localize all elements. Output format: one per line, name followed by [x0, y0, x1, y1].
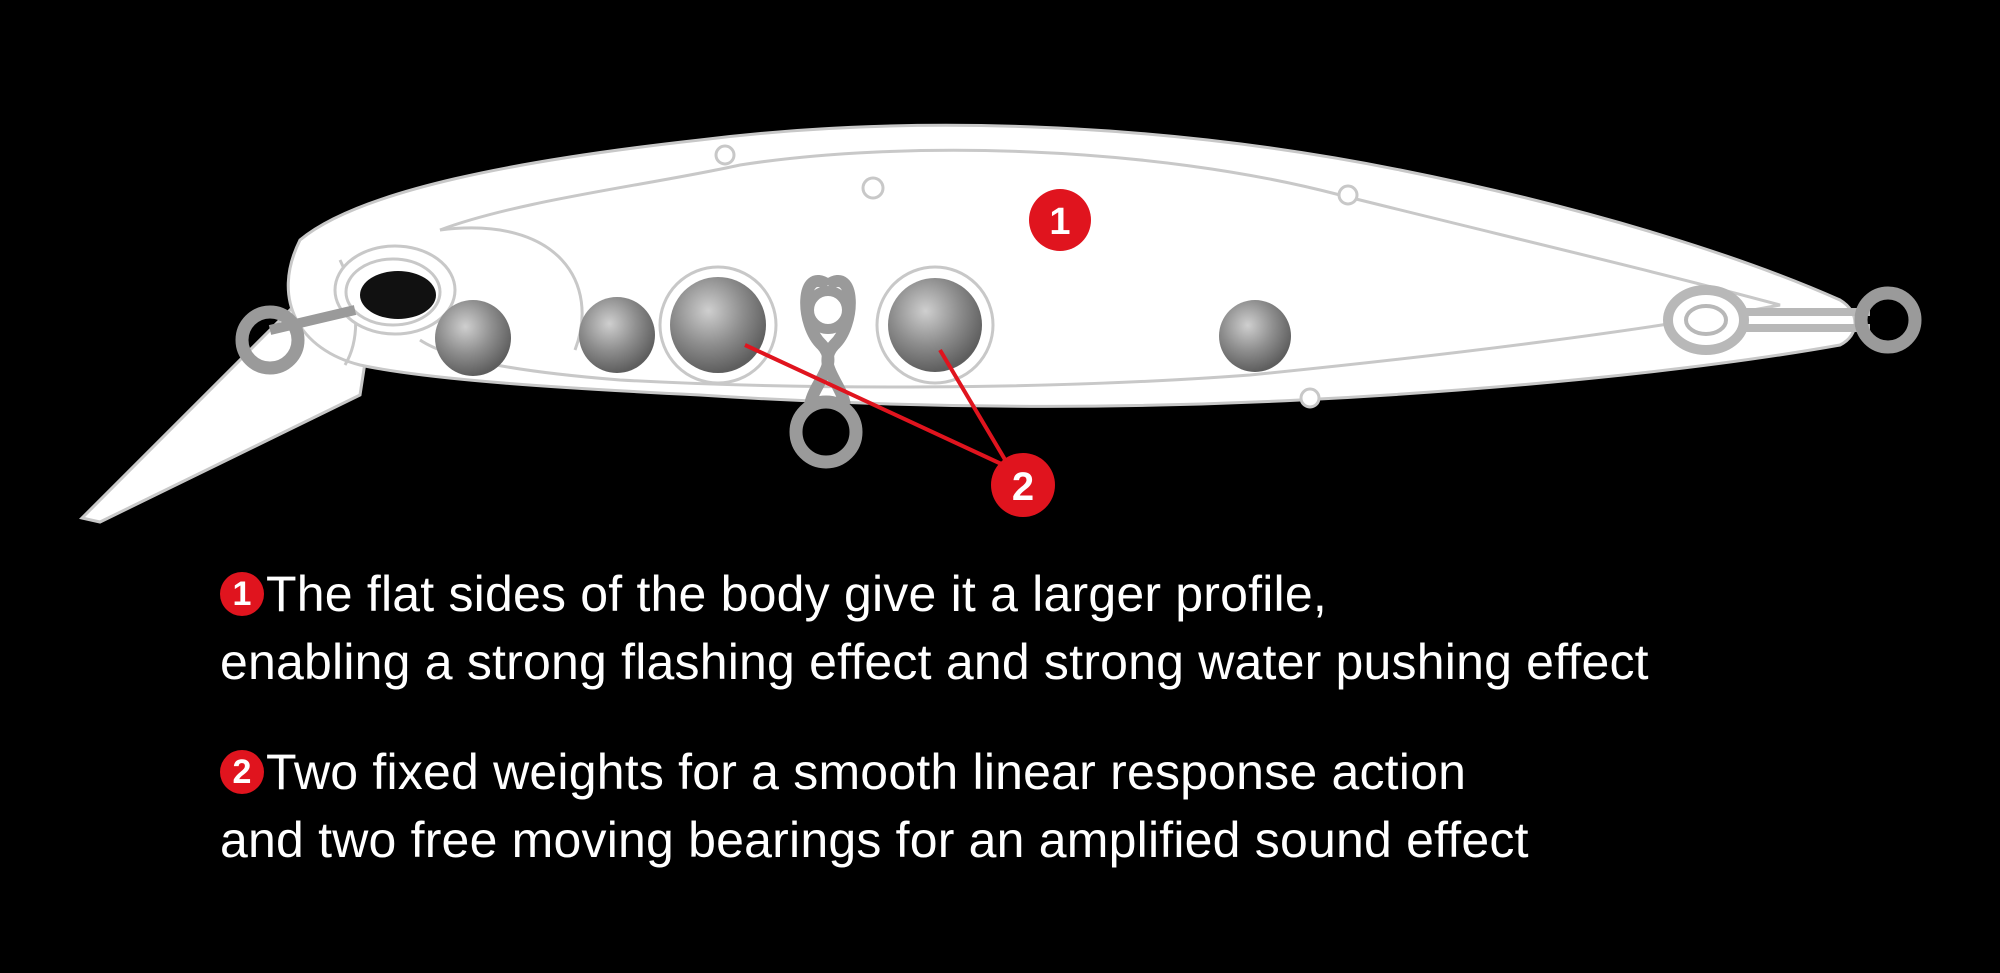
weight-ball-icon [435, 300, 511, 376]
weight-ball-icon [579, 297, 655, 373]
feature-1: 1 The flat sides of the body give it a l… [220, 560, 1980, 696]
feature-1-marker: 1 [220, 572, 264, 616]
callout-1: 1 [1029, 189, 1091, 251]
feature-1-line-2: enabling a strong flashing effect and st… [220, 634, 1649, 690]
body-outline [286, 123, 1857, 408]
callout-1-label: 1 [1049, 201, 1070, 243]
feature-2-marker: 2 [220, 750, 264, 794]
feature-2: 2 Two fixed weights for a smooth linear … [220, 738, 1980, 874]
eye-icon [333, 244, 457, 336]
hook-hanger-icon [789, 275, 863, 469]
callout-2: 2 [744, 343, 1055, 517]
callout-2-label: 2 [1012, 465, 1034, 509]
fixed-weight-icon [658, 265, 778, 385]
lure-diagram: 1 2 [79, 123, 1922, 524]
feature-list: 1 The flat sides of the body give it a l… [220, 560, 1980, 874]
feature-1-line-1: The flat sides of the body give it a lar… [266, 566, 1327, 622]
tail-eye-icon [1663, 285, 1922, 355]
feature-2-line-1: Two fixed weights for a smooth linear re… [266, 744, 1467, 800]
pin-holes [714, 144, 1359, 409]
fixed-weight-icon [875, 265, 995, 385]
feature-2-line-2: and two free moving bearings for an ampl… [220, 812, 1529, 868]
line-tie-icon [235, 305, 357, 375]
weight-ball-icon [1219, 300, 1291, 372]
body-panel [419, 148, 1781, 389]
